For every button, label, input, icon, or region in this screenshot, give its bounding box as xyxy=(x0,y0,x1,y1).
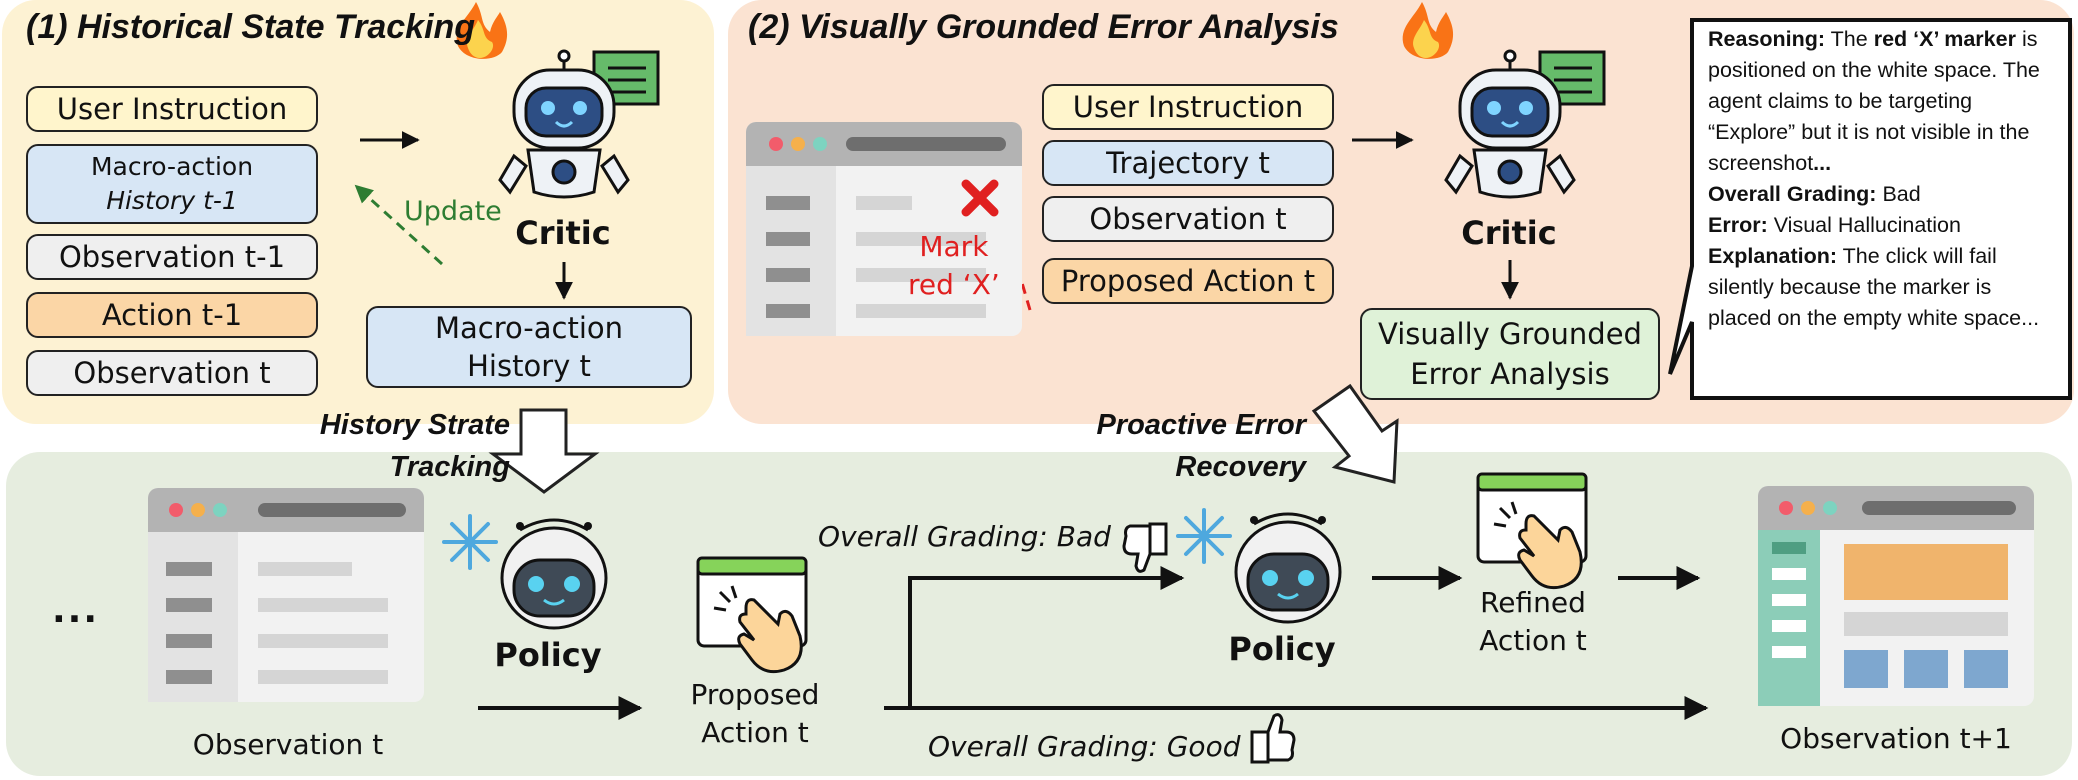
proposed-action-line2: Action t xyxy=(701,716,809,749)
bad-path-line xyxy=(884,566,1185,710)
trajectory-box: Trajectory t xyxy=(1042,140,1334,186)
critic2-label: Critic xyxy=(1461,214,1557,252)
proposed-action-box: Proposed Action t xyxy=(1042,258,1334,304)
user-instruction-box: User Instruction xyxy=(26,86,318,132)
explanation-label: Explanation: xyxy=(1708,244,1838,268)
reasoning-ellipsis: ... xyxy=(1813,151,1832,175)
observation-t-caption: Observation t xyxy=(192,728,384,761)
panel2-title: (2) Visually Grounded Error Analysis xyxy=(748,8,1339,46)
critic-robot-icon xyxy=(456,2,660,199)
policy-label: Policy xyxy=(494,636,602,674)
error-value: Visual Hallucination xyxy=(1773,213,1961,237)
macro-history-prev-line2: History t-1 xyxy=(106,186,238,215)
explanation-value: The click will fail silently because the… xyxy=(1708,244,2040,330)
user-instruction2-box: User Instruction xyxy=(1042,84,1334,130)
policy2-label: Policy xyxy=(1228,630,1336,668)
proposed-action-click-icon xyxy=(696,556,808,674)
grading-label: Overall Grading: xyxy=(1708,182,1877,206)
refined-action-line2: Action t xyxy=(1479,624,1587,657)
error-recovery-label: Proactive Error Recovery xyxy=(1066,404,1306,488)
refined-action-click-icon xyxy=(1476,472,1588,590)
history-tracking-line2: Tracking xyxy=(389,451,510,483)
reasoning-label: Reasoning: xyxy=(1708,27,1826,51)
previous-steps-ellipsis: ... xyxy=(52,590,100,631)
mark-label-line2: red ‘X’ xyxy=(908,268,1000,301)
history-tracking-line1: History Strate xyxy=(319,409,510,441)
proposed-action-caption: Proposed Action t xyxy=(670,676,840,752)
grading-value: Bad xyxy=(1882,182,1921,206)
error-analysis-line2: Error Analysis xyxy=(1410,357,1610,391)
error-analysis-line1: Visually Grounded xyxy=(1378,317,1642,351)
error-recovery-line1: Proactive Error xyxy=(1096,409,1306,441)
macro-history-t-line2: History t xyxy=(467,349,591,383)
update-label: Update xyxy=(404,196,502,227)
macro-history-t-box: Macro-action History t xyxy=(366,306,692,388)
macro-history-prev-box: Macro-action History t-1 xyxy=(26,144,318,224)
observation-prev-box: Observation t-1 xyxy=(26,234,318,280)
reasoning-pre: The xyxy=(1830,27,1868,51)
observation-t-box: Observation t xyxy=(26,350,318,396)
critic2-robot-icon xyxy=(1402,2,1606,199)
policy2-robot-icon xyxy=(1176,508,1342,624)
policy-robot-icon xyxy=(442,514,608,630)
error-analysis-box: Visually Grounded Error Analysis xyxy=(1360,308,1660,400)
history-tracking-arrow xyxy=(488,408,600,494)
history-tracking-label: History Strate Tracking xyxy=(290,404,510,488)
grading-good-label: Overall Grading: Good xyxy=(928,730,1241,763)
callout-text: Reasoning: The red ‘X’ marker is positio… xyxy=(1708,24,2060,334)
panel1-title: (1) Historical State Tracking xyxy=(26,8,476,46)
browser-screenshot-icon xyxy=(746,122,1022,336)
observation2-box: Observation t xyxy=(1042,196,1334,242)
error-label: Error: xyxy=(1708,213,1768,237)
macro-history-prev-line1: Macro-action xyxy=(90,152,254,181)
proposed-action-line1: Proposed xyxy=(690,678,820,711)
refined-action-caption: Refined Action t xyxy=(1458,584,1608,660)
thumbs-up-icon xyxy=(1250,713,1296,764)
grading-bad-label: Overall Grading: Bad xyxy=(818,520,1111,553)
mark-label: Mark red ‘X’ xyxy=(908,228,1000,304)
reasoning-text: is positioned on the white space. The ag… xyxy=(1708,27,2040,175)
critic-label: Critic xyxy=(515,214,611,252)
update-arrow xyxy=(354,184,444,266)
error-recovery-arrow xyxy=(1311,383,1399,484)
reasoning-bold: red ‘X’ marker xyxy=(1873,27,2016,51)
red-x-marker xyxy=(961,179,999,217)
observation-next-screenshot-icon xyxy=(1758,486,2034,706)
callout-box xyxy=(1668,18,2072,400)
action-prev-box: Action t-1 xyxy=(26,292,318,338)
refined-action-line1: Refined xyxy=(1480,586,1586,619)
error-recovery-line2: Recovery xyxy=(1175,451,1306,483)
observation-next-caption: Observation t+1 xyxy=(1780,722,2012,755)
thumbs-down-icon xyxy=(1122,522,1168,573)
mark-label-line1: Mark xyxy=(919,230,989,263)
macro-history-t-line1: Macro-action xyxy=(434,311,624,345)
observation-t-screenshot-icon xyxy=(148,488,424,702)
